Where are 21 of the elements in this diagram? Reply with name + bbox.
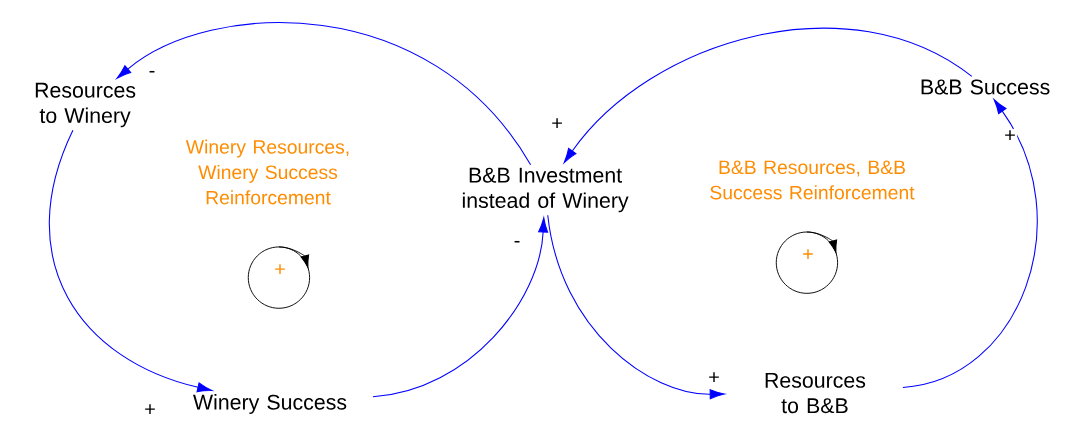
arrow <box>902 99 1038 388</box>
polarity-sign: - <box>512 239 522 249</box>
loop-title: Winery Resources, Winery Success Reinforcement <box>185 139 349 205</box>
polarity-sign: + <box>706 370 722 386</box>
arrow <box>48 129 213 393</box>
loop-title: B&B Resources, B&B Success Reinforcement <box>710 160 915 200</box>
polarity-sign: - <box>147 69 157 79</box>
polarity-sign: + <box>1002 128 1018 144</box>
polarity-sign: + <box>549 116 565 132</box>
loop-sign: + <box>803 249 813 259</box>
arrow <box>563 27 973 164</box>
variable-label: B&B Success <box>921 79 1050 95</box>
arrow <box>372 217 549 398</box>
variable-label: Resources to Winery <box>35 82 136 128</box>
arrow <box>116 22 532 166</box>
polarity-sign: + <box>142 402 158 418</box>
variable-label: Winery Success <box>193 394 347 414</box>
variable-label: B&B Investment instead of Winery <box>462 167 629 213</box>
variable-label: Resources to B&B <box>765 372 866 414</box>
arrow <box>547 214 725 400</box>
loop-sign: + <box>275 264 285 274</box>
